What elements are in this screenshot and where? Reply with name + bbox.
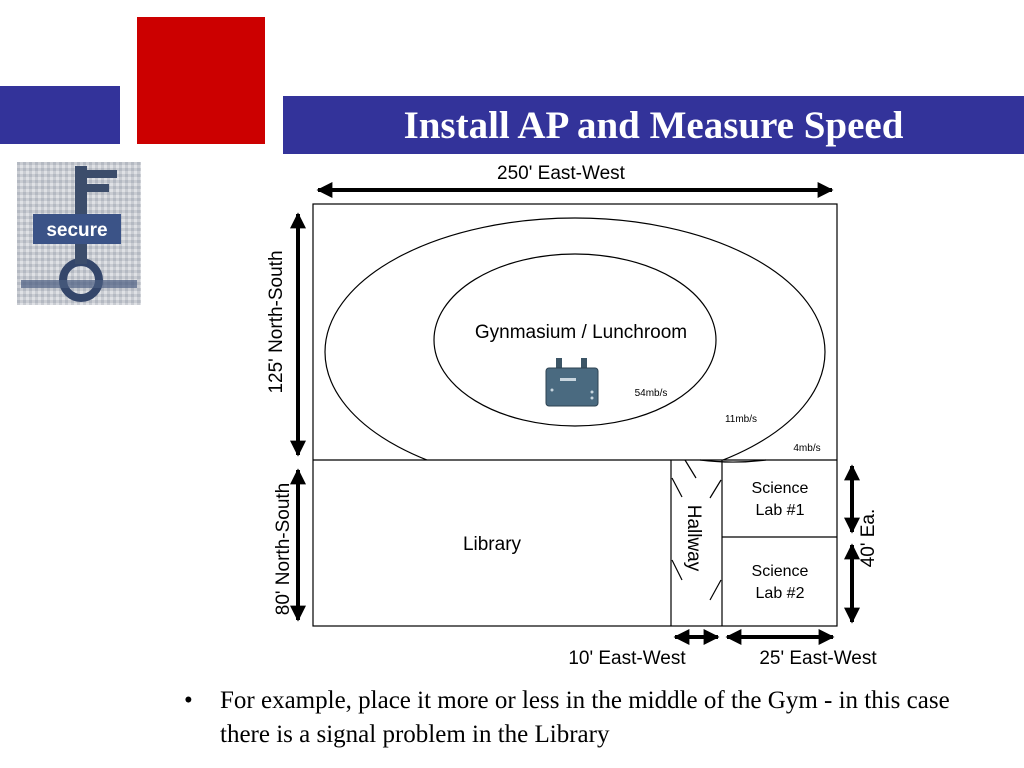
coverage-ring-outer	[324, 217, 826, 460]
speed-label-middle: 11mb/s	[725, 414, 757, 425]
gym-label: Gynmasium / Lunchroom	[475, 322, 687, 343]
secure-label: secure	[46, 220, 107, 241]
secure-logo: secure	[17, 162, 141, 305]
bullet-text: For example, place it more or less in th…	[220, 687, 950, 748]
speed-label-outer: 4mb/s	[793, 443, 820, 454]
slide-title: Install AP and Measure Speed	[403, 103, 904, 147]
dimension-label-left-lower: 80' North-South	[273, 483, 294, 615]
secure-badge	[33, 214, 121, 244]
dimension-label-right: 40' Ea.	[858, 509, 879, 568]
library-label: Library	[463, 534, 522, 555]
hallway-label: Hallway	[683, 505, 704, 572]
dimension-label-labs: 25' East-West	[759, 648, 877, 669]
header-band-right	[283, 96, 1024, 154]
building-outline	[312, 203, 838, 627]
lab2-label-line1: Science	[752, 563, 809, 580]
accent-square	[137, 17, 265, 144]
dimension-label-top: 250' East-West	[497, 163, 626, 184]
lab2-label-line2: Lab #2	[756, 585, 805, 602]
lab1-label-line2: Lab #1	[756, 502, 805, 519]
bullet-dot: •	[184, 687, 193, 714]
lab1-label-line1: Science	[752, 480, 809, 497]
dimension-label-hall: 10' East-West	[568, 648, 686, 669]
coverage-ring-outer-tail	[699, 459, 767, 463]
coverage-ring-inner	[433, 253, 717, 427]
dimension-label-left-upper: 125' North-South	[266, 250, 287, 393]
header-band-left	[0, 86, 120, 144]
door-marks	[671, 459, 722, 601]
wireless-router-icon	[545, 358, 599, 407]
speed-label-inner: 54mb/s	[635, 388, 668, 399]
